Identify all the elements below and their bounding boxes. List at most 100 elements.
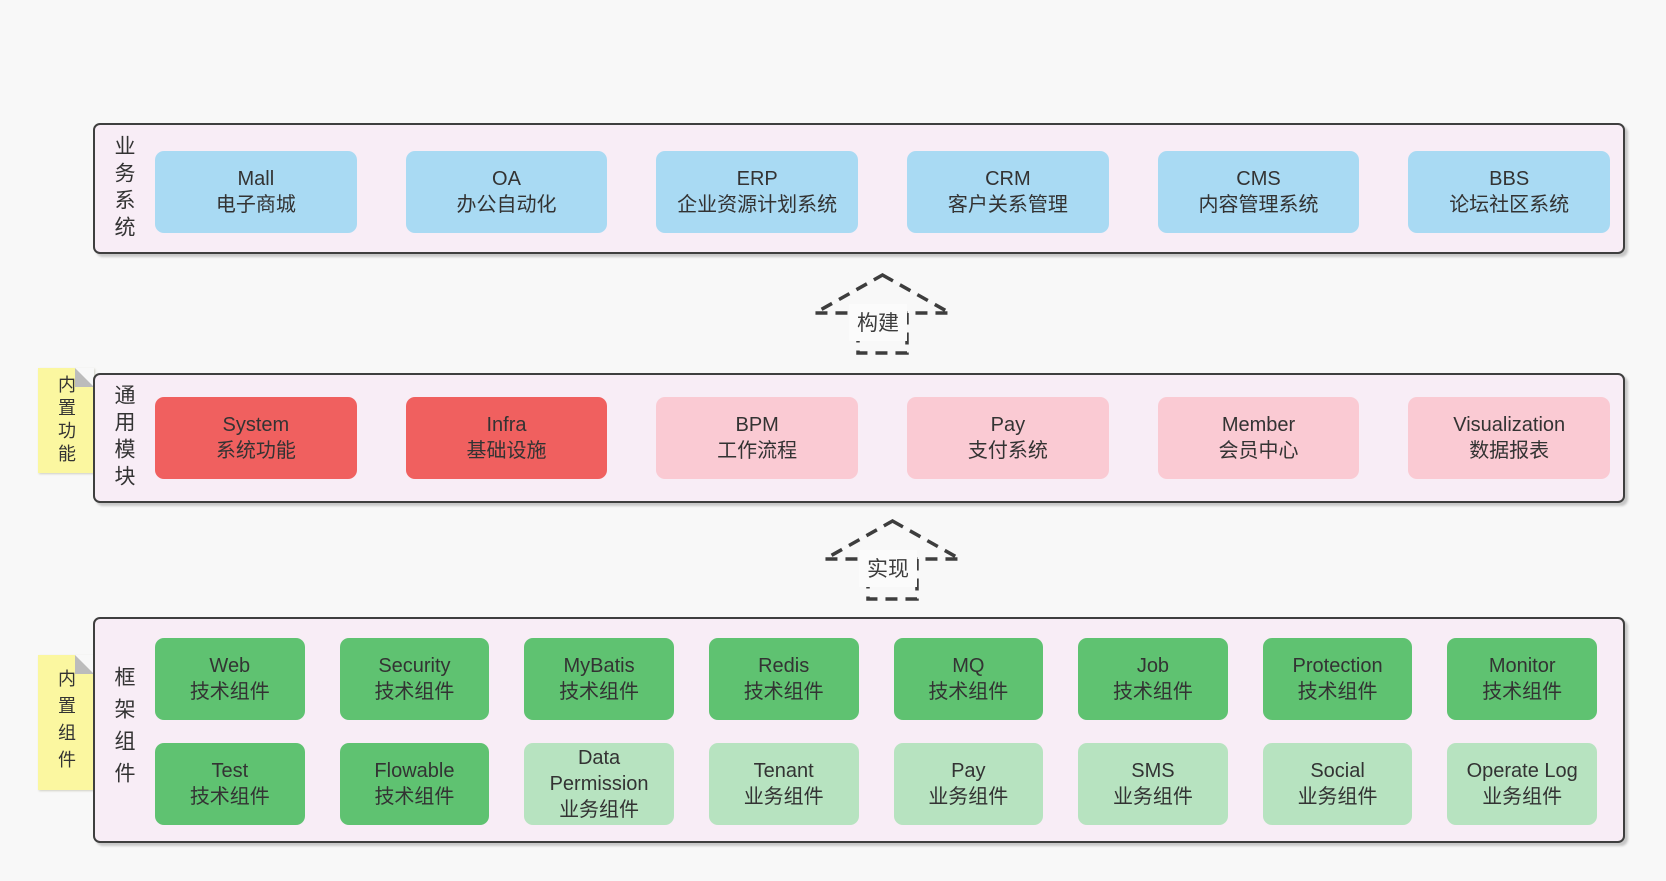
node-erp: ERP 企业资源计划系统 [656,151,859,233]
framework-cards-row-1: Web 技术组件 Security 技术组件 MyBatis 技术组件 Redi… [155,638,1597,720]
node-redis: Redis 技术组件 [708,638,859,720]
node-subtitle: 技术组件 [374,681,455,703]
node-social: Social 业务组件 [1262,743,1413,825]
node-bbs: BBS 论坛社区系统 [1408,151,1611,233]
node-title: Pay [990,414,1026,436]
node-subtitle: 业务组件 [1482,786,1563,808]
node-monitor: Monitor 技术组件 [1447,638,1597,720]
node-title: Redis [758,655,810,677]
node-mybatis: MyBatis 技术组件 [524,638,674,720]
node-title: Pay [951,760,986,782]
node-protection: Protection 技术组件 [1262,638,1413,720]
node-subtitle: 办公自动化 [456,194,557,216]
node-title: Operate Log [1466,760,1578,782]
sticky-note-built-in-components: 内置组件 [38,655,94,790]
node-title: Member [1221,414,1296,436]
node-member: Member 会员中心 [1157,397,1360,479]
node-title: Infra [486,414,527,436]
layer-label: 业务系统 [112,134,135,243]
node-subtitle: 技术组件 [743,681,824,703]
node-title: Data Permission [549,747,649,795]
sticky-note-text: 内置功能 [56,374,76,467]
arrow-label: 构建 [857,312,899,335]
node-flowable: Flowable 技术组件 [339,743,490,825]
node-data-permission: Data Permission 业务组件 [524,743,674,825]
node-title: ERP [736,168,778,190]
node-subtitle: 电子商城 [215,194,296,216]
node-subtitle: 技术组件 [1482,681,1563,703]
arrow-label-bg [849,304,907,341]
node-sms: SMS 业务组件 [1078,743,1228,825]
node-visualization: Visualization 数据报表 [1408,397,1611,479]
layer-framework-components: 框架组件 Web 技术组件 Security 技术组件 MyBatis 技术组件… [93,617,1625,843]
business-cards-row: Mall 电子商城 OA 办公自动化 ERP 企业资源计划系统 CRM 客户关系… [155,151,1611,233]
node-subtitle: 客户关系管理 [947,194,1068,216]
node-job: Job 技术组件 [1078,638,1228,720]
dashed-up-arrow-build: 构建 [812,272,953,355]
node-subtitle: 支付系统 [967,440,1048,462]
layer-label: 框架组件 [112,666,135,794]
node-title: System [222,414,290,436]
node-title: Mall [237,168,275,190]
node-title: Protection [1292,655,1383,677]
node-web: Web 技术组件 [155,638,305,720]
node-subtitle: 技术组件 [1112,681,1193,703]
node-title: MQ [952,655,985,677]
arrow-label-bg [859,550,917,587]
node-title: Security [378,655,451,677]
node-title: CRM [985,168,1031,190]
node-title: OA [492,168,521,190]
node-subtitle: 内容管理系统 [1198,194,1319,216]
node-title: Job [1136,655,1170,677]
node-subtitle: 技术组件 [189,681,270,703]
node-subtitle: 技术组件 [189,786,270,808]
sticky-note-built-in-features: 内置功能 [38,368,94,473]
node-crm: CRM 客户关系管理 [907,151,1109,233]
node-bpm: BPM 工作流程 [656,397,859,479]
node-subtitle: 论坛社区系统 [1449,194,1570,216]
node-subtitle: 技术组件 [1297,681,1378,703]
node-subtitle: 技术组件 [374,786,455,808]
node-pay-component: Pay 业务组件 [893,743,1044,825]
node-subtitle: 基础设施 [466,440,547,462]
node-mq: MQ 技术组件 [893,638,1044,720]
node-title: CMS [1236,168,1281,190]
sticky-note-text: 内置组件 [56,668,76,777]
framework-cards-row-2: Test 技术组件 Flowable 技术组件 Data Permission … [155,743,1597,825]
node-subtitle: 工作流程 [717,440,798,462]
node-tenant: Tenant 业务组件 [708,743,859,825]
node-subtitle: 业务组件 [928,786,1009,808]
layer-business-systems: 业务系统 Mall 电子商城 OA 办公自动化 ERP 企业资源计划系统 CRM… [93,123,1625,254]
node-title: BBS [1489,168,1530,190]
node-title: BPM [735,414,779,436]
layer-label: 通用模块 [112,384,135,492]
dashed-up-arrow-implement: 实现 [822,518,963,601]
module-cards-row: System 系统功能 Infra 基础设施 BPM 工作流程 Pay 支付系统… [155,397,1611,479]
node-subtitle: 数据报表 [1469,440,1550,462]
node-title: MyBatis [563,655,635,677]
arrow-outline [822,518,963,601]
node-cms: CMS 内容管理系统 [1157,151,1360,233]
node-title: Test [211,760,249,782]
node-subtitle: 技术组件 [928,681,1009,703]
arrow-label: 实现 [867,558,909,581]
node-test: Test 技术组件 [155,743,305,825]
node-mall: Mall 电子商城 [155,151,357,233]
node-infra: Infra 基础设施 [405,397,608,479]
node-title: Visualization [1453,414,1566,436]
node-title: Web [209,655,251,677]
node-pay-system: Pay 支付系统 [907,397,1109,479]
layer-common-modules: 通用模块 System 系统功能 Infra 基础设施 BPM 工作流程 Pay… [93,373,1625,503]
node-title: SMS [1131,760,1175,782]
node-security: Security 技术组件 [339,638,490,720]
node-title: Social [1310,760,1365,782]
node-system: System 系统功能 [155,397,357,479]
node-title: Monitor [1488,655,1556,677]
node-subtitle: 业务组件 [1297,786,1378,808]
node-title: Flowable [374,760,455,782]
node-subtitle: 会员中心 [1218,440,1299,462]
arrow-outline [812,272,953,355]
node-subtitle: 业务组件 [559,799,640,821]
node-title: Tenant [753,760,814,782]
